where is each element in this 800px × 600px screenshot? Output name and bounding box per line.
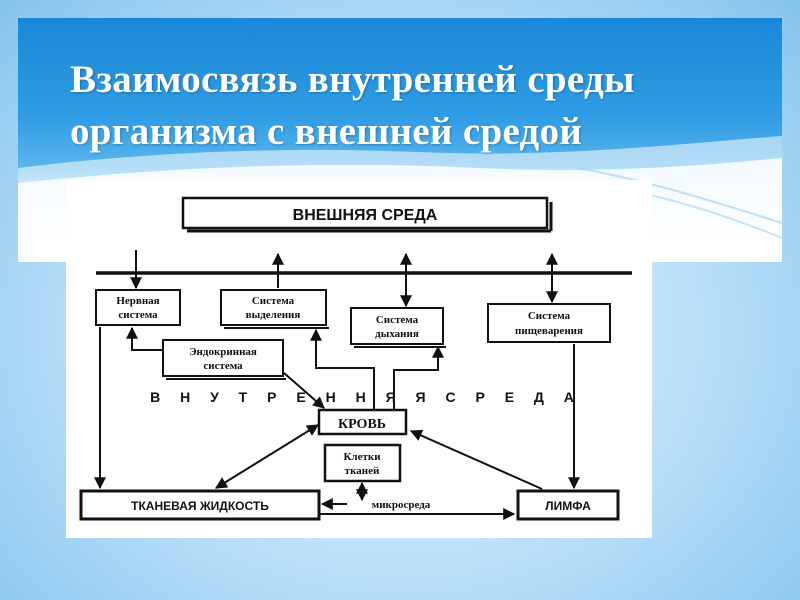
excretion-line-1: Система <box>252 295 295 307</box>
respiration-line-2: дыхания <box>375 328 419 340</box>
arrow-lymph-blood <box>409 429 543 490</box>
nervous-line-2: система <box>118 309 158 321</box>
internal-environment-label: В Н У Т Р Е Н Н Я Я С Р Е Д А <box>150 389 582 405</box>
endocrine-system-box: Эндокринная система <box>162 339 286 380</box>
lymph-label: ЛИМФА <box>545 499 591 513</box>
external-environment-label: ВНЕШНЯЯ СРЕДА <box>293 207 438 224</box>
slide-title: Взаимосвязь внутренней среды организма с… <box>70 54 782 158</box>
cells-line-2: тканей <box>345 465 380 477</box>
excretion-system-box: Система выделения <box>220 289 329 329</box>
external-environment-box: ВНЕШНЯЯ СРЕДА <box>181 196 553 233</box>
digestion-line-2: пищеварения <box>515 325 583 337</box>
nervous-line-1: Нервная <box>116 295 159 307</box>
endocrine-line-2: система <box>203 360 243 372</box>
digestion-system-box: Система пищеварения <box>487 303 611 343</box>
slide-title-line-1: Взаимосвязь внутренней среды <box>70 58 635 101</box>
cells-box: Клетки тканей <box>323 443 402 483</box>
arrow-endocrine-blood <box>283 372 325 409</box>
respiration-line-1: Система <box>376 314 419 326</box>
digestion-line-1: Система <box>528 310 571 322</box>
arrow-blood-excretion <box>310 328 375 410</box>
diagram: ВНЕШНЯЯ СРЕДА Нервная система Система вы… <box>79 196 632 521</box>
tissue-fluid-label: ТКАНЕВАЯ ЖИДКОСТЬ <box>131 499 269 513</box>
slide-title-line-2: организма с внешней средой <box>70 110 583 153</box>
nervous-system-box: Нервная система <box>95 289 181 326</box>
blood-label: КРОВЬ <box>338 417 386 432</box>
excretion-line-2: выделения <box>246 309 301 321</box>
cells-line-1: Клетки <box>343 451 381 463</box>
arrow-nervous-endocrine <box>126 326 163 351</box>
blood-box: КРОВЬ <box>317 408 408 436</box>
endocrine-line-1: Эндокринная <box>189 346 257 358</box>
respiration-system-box: Система дыхания <box>350 307 446 348</box>
tissue-fluid-box: ТКАНЕВАЯ ЖИДКОСТЬ <box>79 489 321 521</box>
microenvironment-label: микросреда <box>372 499 431 511</box>
arrow-blood-respiration <box>393 345 444 410</box>
arrow-blood-tissue <box>214 424 320 489</box>
lymph-box: ЛИМФА <box>516 489 620 521</box>
